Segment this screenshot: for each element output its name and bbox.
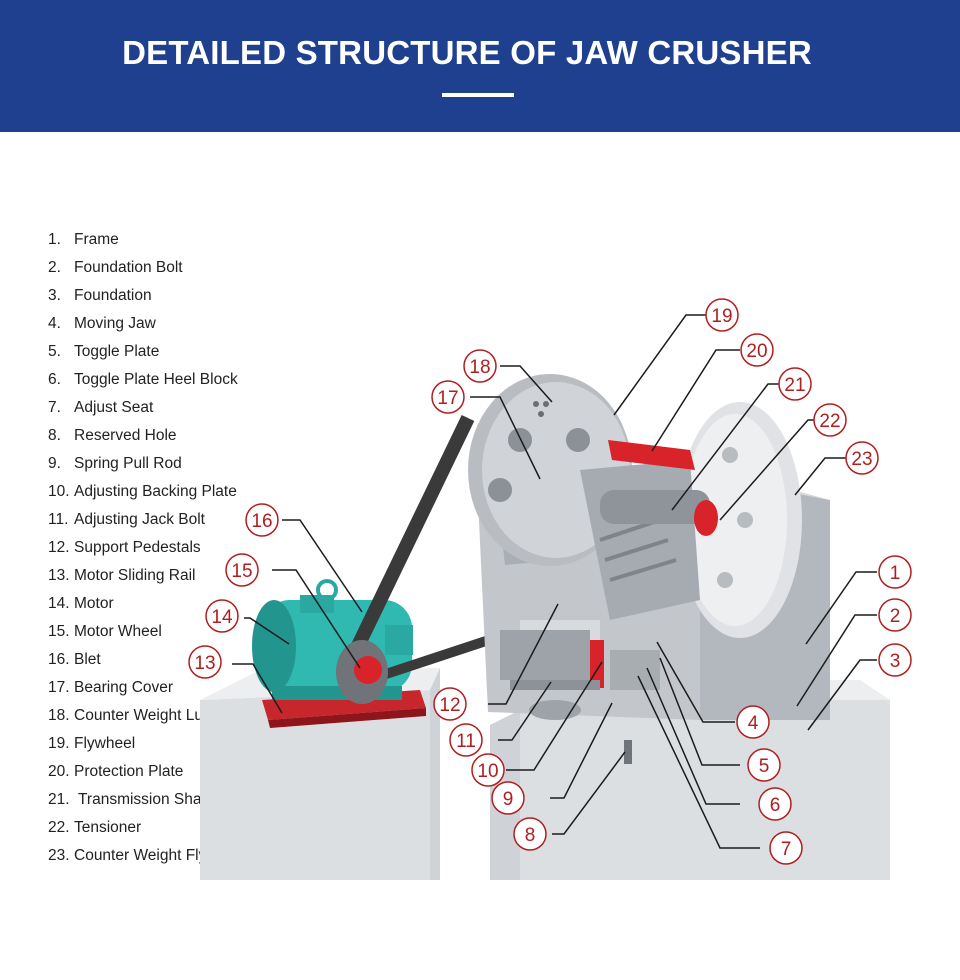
parts-list-item: 2.Foundation Bolt <box>48 259 183 276</box>
moving-jaw <box>580 440 718 620</box>
svg-text:3: 3 <box>890 651 901 672</box>
callout-3: 3 <box>878 643 912 677</box>
page-title: DETAILED STRUCTURE OF JAW CRUSHER <box>122 34 812 71</box>
parts-list-item: 16.Blet <box>48 651 101 668</box>
svg-text:9: 9 <box>503 789 514 810</box>
callout-16: 16 <box>245 503 279 537</box>
svg-text:6: 6 <box>770 795 781 816</box>
svg-text:18: 18 <box>469 357 490 378</box>
parts-list-item: 14.Motor <box>48 595 114 612</box>
parts-list-item: 13.Motor Sliding Rail <box>48 567 196 584</box>
callout-13: 13 <box>188 645 222 679</box>
callout-markers: 1 2 3 4 5 6 7 8 9 10 11 12 13 14 15 16 1… <box>188 298 912 865</box>
svg-text:11: 11 <box>456 731 476 752</box>
svg-text:13: 13 <box>194 653 215 674</box>
svg-text:2: 2 <box>890 606 901 627</box>
parts-list-item: 22.Tensioner <box>48 819 142 836</box>
callout-21: 21 <box>778 367 812 401</box>
svg-text:7: 7 <box>781 839 792 860</box>
parts-list-item: 1.Frame <box>48 231 119 248</box>
callout-6: 6 <box>758 787 792 821</box>
callout-5: 5 <box>747 748 781 782</box>
svg-text:22: 22 <box>819 411 840 432</box>
parts-list-item: 9.Spring Pull Rod <box>48 455 182 472</box>
parts-list-item: 7.Adjust Seat <box>48 399 154 416</box>
callout-17: 17 <box>431 380 465 414</box>
svg-text:16: 16 <box>251 511 272 532</box>
parts-list-item: 12.Support Pedestals <box>48 539 201 556</box>
parts-list-item: 4.Moving Jaw <box>48 315 156 332</box>
callout-15: 15 <box>225 553 259 587</box>
callout-7: 7 <box>769 831 803 865</box>
callout-12: 12 <box>433 687 467 721</box>
parts-list-item: 5.Toggle Plate <box>48 343 160 360</box>
callout-2: 2 <box>878 598 912 632</box>
motor-wheel <box>336 640 388 704</box>
svg-text:14: 14 <box>211 607 233 628</box>
callout-9: 9 <box>491 781 525 815</box>
header-banner: DETAILED STRUCTURE OF JAW CRUSHER <box>0 0 960 132</box>
motor <box>252 579 413 700</box>
parts-list-item: 8.Reserved Hole <box>48 427 177 444</box>
parts-list: 1.Frame 2.Foundation Bolt 3.Foundation 4… <box>48 230 247 874</box>
parts-list-item: 19.Flywheel <box>48 735 136 752</box>
parts-list-item: 20.Protection Plate <box>48 763 184 780</box>
parts-list-item: 3.Foundation <box>48 287 152 304</box>
callout-11: 11 <box>449 723 483 757</box>
title-underline <box>442 93 514 97</box>
parts-list-item: 10.Adjusting Backing Plate <box>48 483 237 500</box>
callout-19: 19 <box>705 298 739 332</box>
svg-text:23: 23 <box>851 449 872 470</box>
parts-list-item: 21. Transmission Shaft <box>48 791 211 808</box>
callout-18: 18 <box>463 349 497 383</box>
callout-1: 1 <box>878 555 912 589</box>
callout-20: 20 <box>740 333 774 367</box>
callout-14: 14 <box>205 599 239 633</box>
svg-text:15: 15 <box>231 561 252 582</box>
svg-text:19: 19 <box>711 306 732 327</box>
svg-text:12: 12 <box>439 695 460 716</box>
svg-text:10: 10 <box>477 761 498 782</box>
callout-22: 22 <box>813 403 847 437</box>
svg-text:17: 17 <box>437 388 458 409</box>
svg-text:20: 20 <box>746 341 767 362</box>
parts-list-item: 11.Adjusting Jack Bolt <box>48 511 205 528</box>
svg-text:1: 1 <box>890 563 901 584</box>
svg-text:21: 21 <box>784 375 805 396</box>
parts-list-item: 15.Motor Wheel <box>48 623 162 640</box>
callout-4: 4 <box>736 705 770 739</box>
parts-list-item: 17.Bearing Cover <box>48 679 174 696</box>
foundation-blocks <box>200 668 890 880</box>
parts-list-item: 18.Counter Weight Lump <box>48 707 225 724</box>
svg-text:8: 8 <box>525 825 536 846</box>
callout-8: 8 <box>513 817 547 851</box>
parts-list-item: 6.Toggle Plate Heel Block <box>48 371 238 388</box>
svg-text:5: 5 <box>759 756 770 777</box>
callout-10: 10 <box>471 753 505 787</box>
svg-text:4: 4 <box>748 713 759 734</box>
callout-23: 23 <box>845 441 879 475</box>
